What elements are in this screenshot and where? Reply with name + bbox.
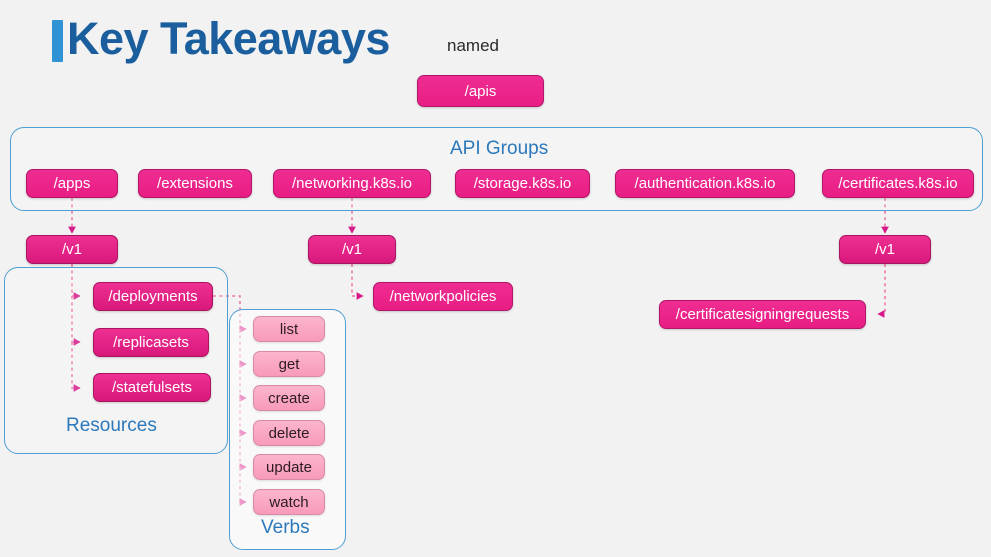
node-version-networking-v1[interactable]: /v1 (308, 235, 396, 264)
node-resource-networkpolicies-label: /networkpolicies (389, 288, 497, 305)
edge-v1-to-csr (877, 264, 886, 318)
page-title: Key Takeaways (52, 13, 390, 64)
node-group-networking[interactable]: /networking.k8s.io (273, 169, 431, 198)
node-verb-delete[interactable]: delete (253, 420, 325, 446)
node-version-certificates-v1[interactable]: /v1 (839, 235, 931, 264)
node-apis[interactable]: /apis (417, 75, 544, 107)
node-resource-statefulsets-label: /statefulsets (111, 379, 193, 396)
node-group-extensions-label: /extensions (157, 175, 233, 192)
node-version-apps-v1[interactable]: /v1 (26, 235, 118, 264)
node-group-storage[interactable]: /storage.k8s.io (455, 169, 590, 198)
node-group-authentication[interactable]: /authentication.k8s.io (615, 169, 795, 198)
node-resource-deployments-label: /deployments (108, 288, 198, 305)
node-verb-update-label: update (266, 458, 312, 476)
node-version-certificates-v1-label: /v1 (874, 241, 895, 258)
node-resource-replicasets-label: /replicasets (113, 334, 189, 351)
node-resource-deployments[interactable]: /deployments (93, 282, 213, 311)
node-resource-certificatesigningrequests[interactable]: /certificatesigningrequests (659, 300, 866, 329)
resources-title: Resources (66, 415, 157, 436)
edge-v1-to-networkpolicies (351, 264, 364, 300)
node-verb-list[interactable]: list (253, 316, 325, 342)
node-apis-label: /apis (464, 82, 497, 100)
node-group-apps[interactable]: /apps (26, 169, 118, 198)
node-version-networking-v1-label: /v1 (341, 241, 362, 258)
node-verb-get[interactable]: get (253, 351, 325, 377)
title-accent-bar (52, 19, 63, 62)
named-label: named (447, 36, 499, 55)
node-verb-delete-label: delete (268, 424, 310, 442)
node-group-networking-label: /networking.k8s.io (291, 175, 413, 192)
node-version-apps-v1-label: /v1 (61, 241, 82, 258)
node-resource-csr-label: /certificatesigningrequests (675, 306, 850, 323)
node-group-certificates-label: /certificates.k8s.io (838, 175, 958, 192)
api-groups-title: API Groups (450, 138, 549, 159)
node-verb-watch[interactable]: watch (253, 489, 325, 515)
node-verb-update[interactable]: update (253, 454, 325, 480)
node-verb-list-label: list (279, 320, 299, 338)
node-verb-create[interactable]: create (253, 385, 325, 411)
node-group-extensions[interactable]: /extensions (138, 169, 252, 198)
node-resource-networkpolicies[interactable]: /networkpolicies (373, 282, 513, 311)
node-resource-statefulsets[interactable]: /statefulsets (93, 373, 211, 402)
verbs-title: Verbs (261, 517, 310, 538)
node-group-apps-label: /apps (53, 175, 91, 192)
node-verb-create-label: create (268, 389, 310, 407)
node-group-authentication-label: /authentication.k8s.io (634, 175, 776, 192)
node-group-storage-label: /storage.k8s.io (473, 175, 572, 192)
title-text: Key Takeaways (67, 13, 390, 64)
node-group-certificates[interactable]: /certificates.k8s.io (822, 169, 974, 198)
node-verb-get-label: get (278, 355, 300, 373)
node-resource-replicasets[interactable]: /replicasets (93, 328, 209, 357)
node-verb-watch-label: watch (269, 493, 309, 511)
